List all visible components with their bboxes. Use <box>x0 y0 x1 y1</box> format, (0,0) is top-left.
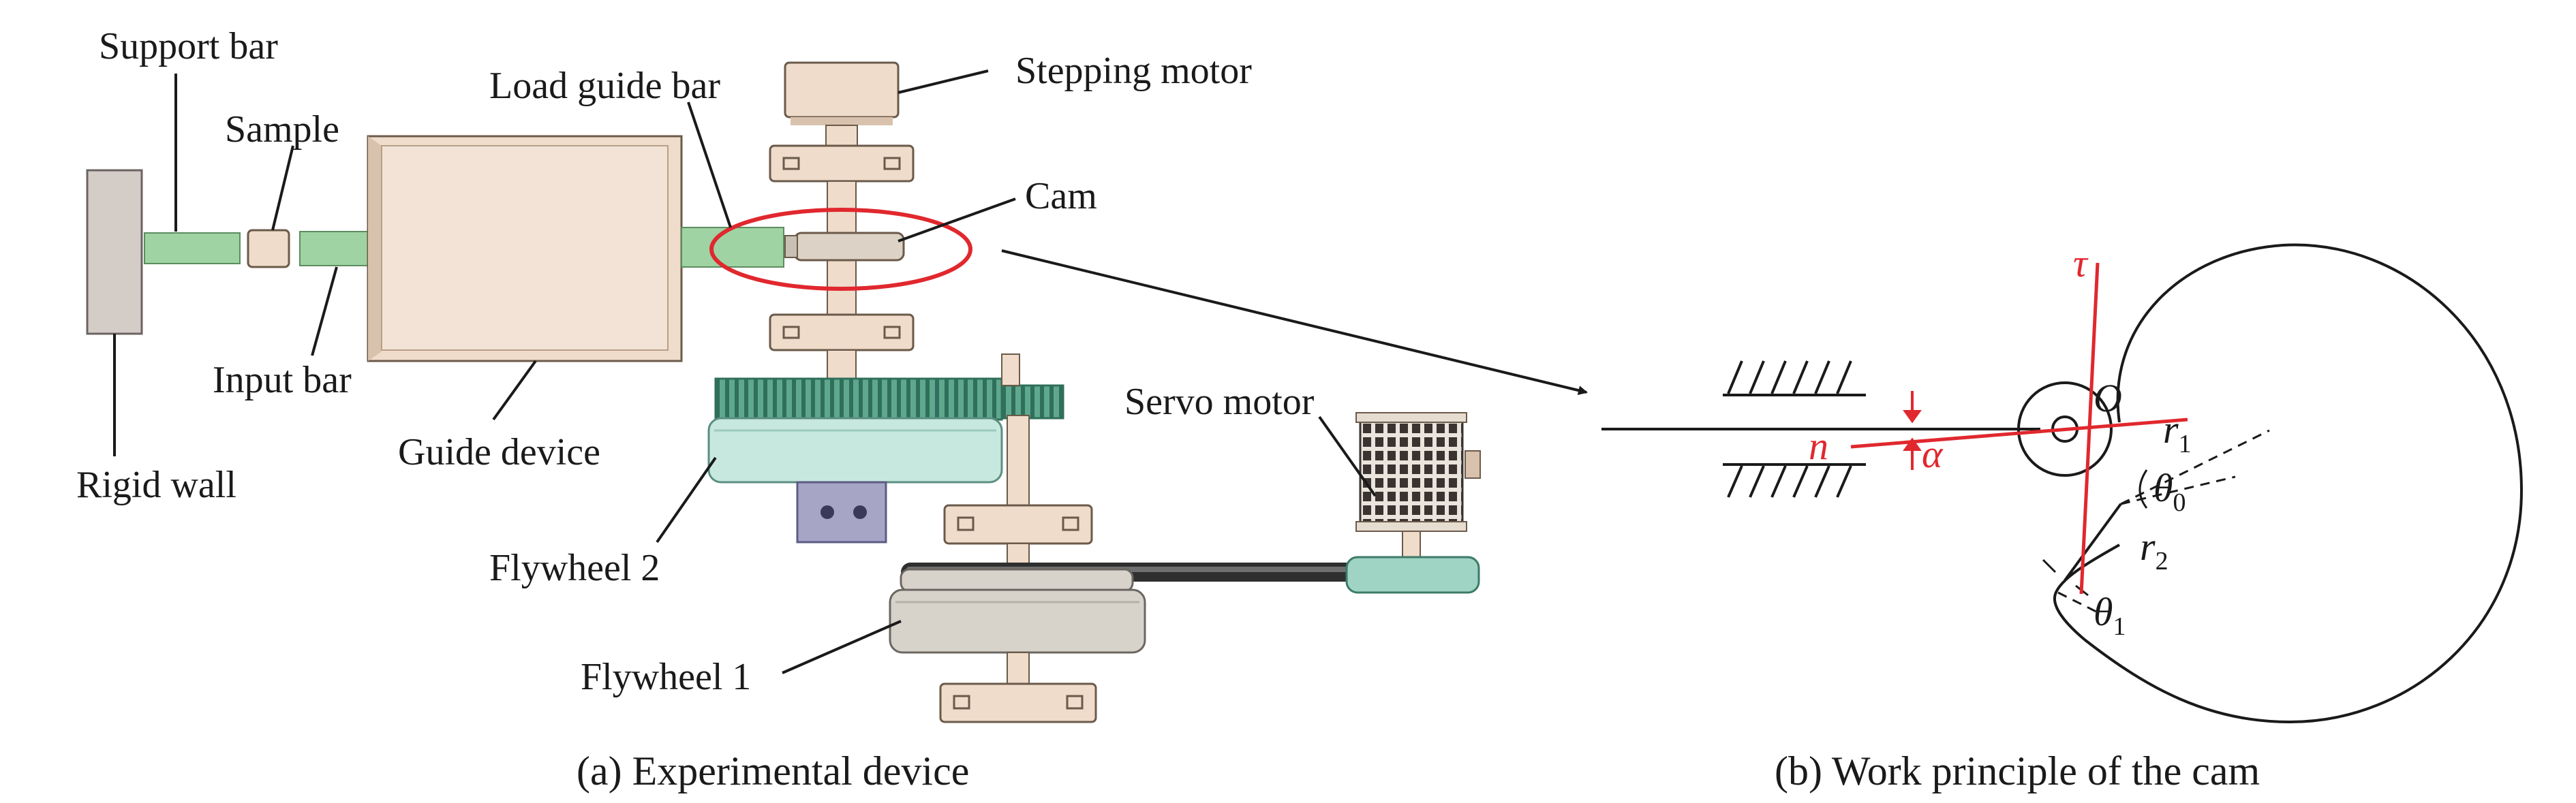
label-flywheel-2: Flywheel 2 <box>489 547 660 589</box>
shaft-lower-segment <box>827 349 857 382</box>
panel-b-cam-principle: τ O n α r1 θ0 r2 θ1 (b) Work principle o… <box>1601 241 2524 793</box>
cam-profile <box>2053 243 2524 724</box>
support-bar-rod <box>144 232 241 264</box>
flywheel-pulley <box>900 568 1134 593</box>
label-input-bar: Input bar <box>213 359 352 401</box>
leader-sample <box>271 145 294 231</box>
label-sample: Sample <box>225 108 339 151</box>
leader-load-guide-bar <box>687 101 732 228</box>
caption-panel-b: (b) Work principle of the cam <box>1775 749 2260 793</box>
upper-bearing <box>769 144 915 183</box>
leader-stepping-motor <box>898 69 989 94</box>
panel-a-experimental-device: Support bar Sample Load guide bar Steppi… <box>76 25 1588 793</box>
label-rigid-wall: Rigid wall <box>76 464 236 506</box>
leader-flywheel-2 <box>656 456 717 544</box>
label-flywheel-1: Flywheel 1 <box>581 656 751 698</box>
leader-cam <box>898 198 1016 242</box>
symbol-n: n <box>1809 424 1828 468</box>
flywheel-shaft-lower <box>1007 652 1030 687</box>
shaft-coupler <box>796 481 887 544</box>
lower-guide-hatch <box>1723 463 1866 498</box>
symbol-theta1: θ1 <box>2094 590 2126 641</box>
symbol-r1: r1 <box>2163 407 2192 458</box>
upper-guide-hatch <box>1723 360 1866 396</box>
stepping-motor-assembly <box>784 61 900 146</box>
theta-arrows <box>2042 469 2148 597</box>
symbol-r2: r2 <box>2140 524 2168 576</box>
rigid-wall-block <box>86 169 143 335</box>
load-guide-bar-rod <box>681 227 784 268</box>
sample-block <box>247 229 290 268</box>
label-servo-motor: Servo motor <box>1124 381 1315 423</box>
label-guide-device: Guide device <box>398 431 600 473</box>
small-gear <box>1000 353 1064 420</box>
lower-bearing <box>769 313 915 351</box>
label-support-bar: Support bar <box>99 25 278 67</box>
symbol-O: O <box>2094 376 2122 420</box>
symbol-alpha: α <box>1922 432 1944 476</box>
cam-radius-r2 <box>2064 503 2122 582</box>
flywheel-2-disc <box>707 417 1003 484</box>
flywheel-1-disc <box>889 588 1146 654</box>
zoom-arrow <box>1001 249 1588 395</box>
large-gear <box>714 377 1003 421</box>
symbol-tau: τ <box>2073 241 2089 285</box>
label-cam: Cam <box>1025 175 1097 217</box>
servo-pulley <box>1345 556 1480 594</box>
cam-disc <box>784 232 905 262</box>
caption-panel-a: (a) Experimental device <box>577 749 969 793</box>
symbol-theta0: θ0 <box>2153 466 2186 517</box>
leader-guide-device <box>492 360 537 421</box>
label-load-guide-bar: Load guide bar <box>489 65 720 107</box>
input-bar-rod <box>299 231 375 266</box>
follower-roller-outer <box>2017 381 2113 477</box>
alpha-arrows <box>1903 391 1922 470</box>
leader-servo-motor <box>1318 415 1377 497</box>
label-stepping-motor: Stepping motor <box>1015 50 1252 92</box>
servo-motor-assembly <box>1355 412 1481 559</box>
guide-device-body <box>367 135 683 362</box>
flywheel-shaft-mid <box>1007 543 1030 565</box>
flywheel-shaft-bearing-upper <box>943 504 1093 545</box>
cam-highlight-ellipse <box>709 208 972 291</box>
leader-flywheel-1 <box>782 620 902 674</box>
tangent-line-tau <box>2079 262 2100 595</box>
flywheel-shaft-bearing-lower <box>939 682 1097 723</box>
normal-line-n <box>1850 418 2188 449</box>
cam-construction-lines <box>2057 429 2270 614</box>
leader-input-bar <box>311 266 338 356</box>
